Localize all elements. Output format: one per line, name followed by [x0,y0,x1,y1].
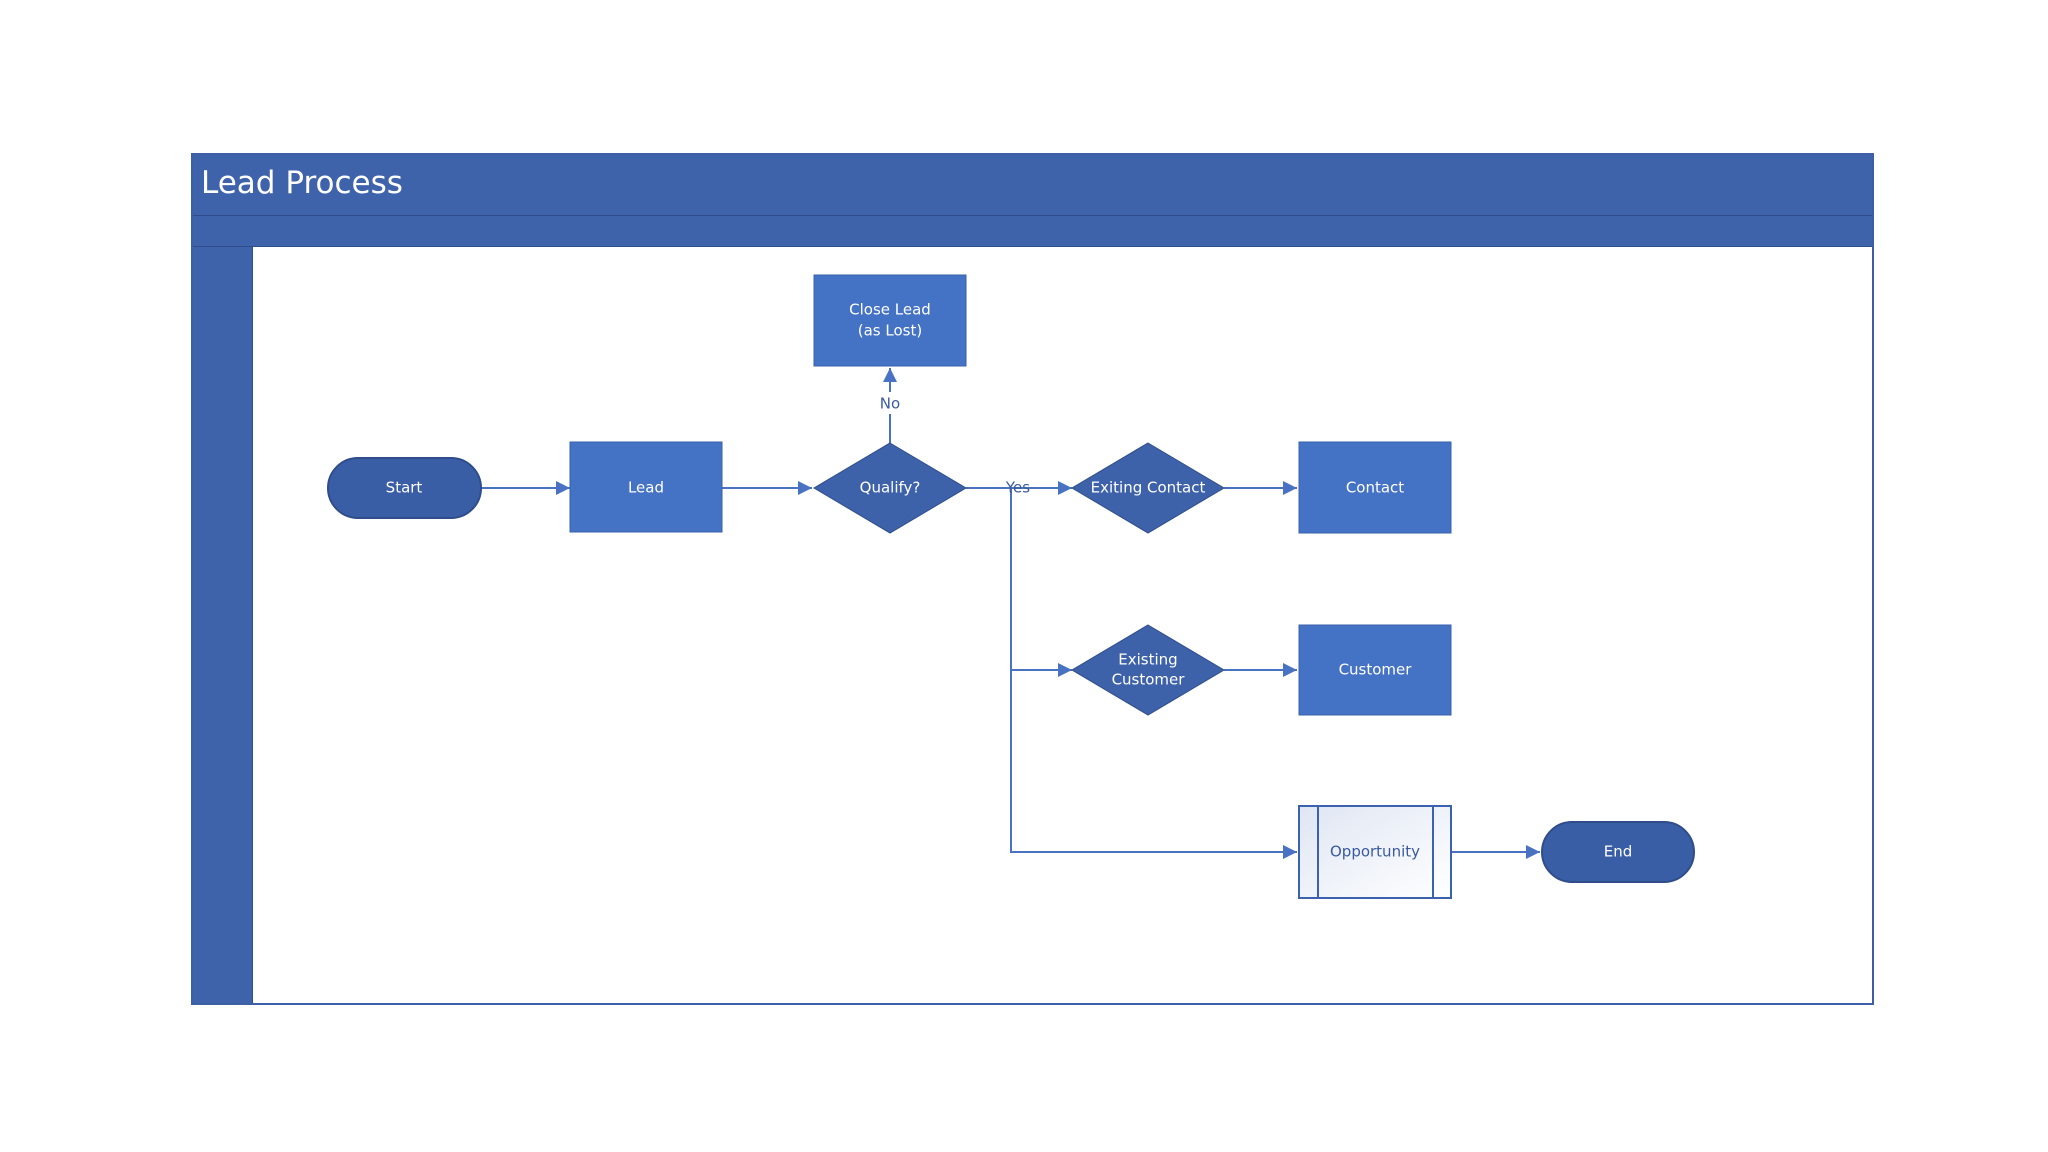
yes-label: Yes [1005,479,1030,497]
swimlane-phase-bar [193,216,1872,247]
no-label: No [880,395,900,413]
opportunity-label: Opportunity [1330,843,1420,861]
qualify-label: Qualify? [860,479,921,497]
close-lead-label-line-2: (as Lost) [858,322,922,340]
no-label-background [874,392,906,414]
customer-label: Customer [1339,661,1413,679]
swimlane-title-bar: Lead Process [193,155,1872,216]
existing-contact-decision[interactable] [1071,442,1225,534]
qualify-decision[interactable] [813,442,967,534]
existing-contact-label: Exiting Contact [1091,479,1206,497]
opportunity-subprocess[interactable] [1298,805,1452,899]
close-lead-label-line-1: Close Lead [849,301,931,319]
swimlane-lane-header [193,247,253,1003]
end-terminal[interactable] [1541,821,1695,883]
connector-qualify-existing-customer [1010,488,1072,677]
close-lead-process[interactable] [813,274,967,367]
lead-label: Lead [628,479,664,497]
end-label: End [1604,843,1633,861]
start-label: Start [386,479,423,497]
swimlane-container: Lead Process [191,153,1874,1005]
lead-process[interactable] [569,441,723,533]
existing-customer-decision[interactable] [1071,624,1225,716]
existing-customer-label-line-2: Customer [1112,671,1186,689]
existing-customer-label-line-1: Existing [1118,651,1177,669]
contact-process[interactable] [1298,441,1452,534]
customer-process[interactable] [1298,624,1452,716]
start-terminal[interactable] [327,457,482,519]
connector-qualify-opportunity [1010,670,1297,859]
page-title: Lead Process [201,165,403,201]
contact-label: Contact [1346,479,1404,497]
